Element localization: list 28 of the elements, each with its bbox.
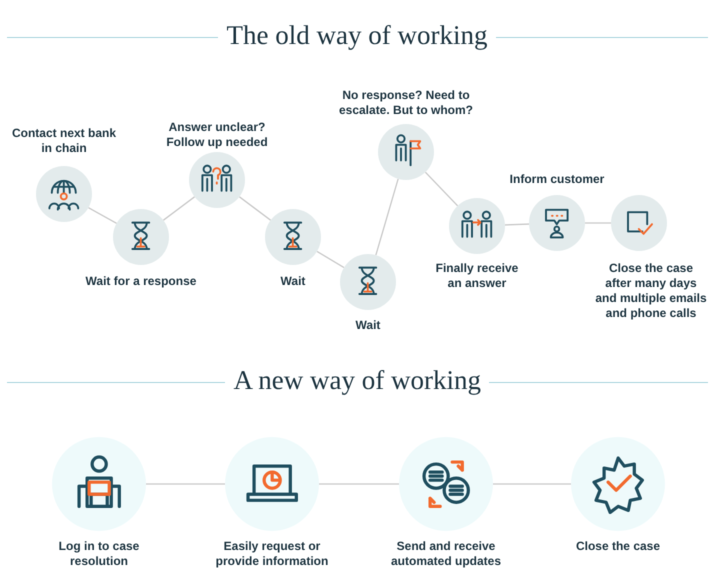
connector-line <box>424 172 458 206</box>
connector-line <box>146 483 225 485</box>
section-heading: The old way of working <box>226 20 488 51</box>
connector-line <box>163 196 195 221</box>
step-label: Wait <box>280 274 306 289</box>
step-label: Send and receive automated updates <box>390 539 502 569</box>
step-label: Wait for a response <box>84 274 198 289</box>
step-label: No response? Need to escalate. But to whom? <box>338 88 474 118</box>
step-label: Log in to case resolution <box>58 539 140 569</box>
step-label: Finally receive an answer <box>434 261 520 291</box>
connector-line <box>375 178 399 256</box>
connector-line <box>319 483 399 485</box>
connector-line <box>239 196 271 221</box>
connector-line <box>504 223 530 226</box>
section-heading: A new way of working <box>234 365 481 396</box>
step-label: Easily request or provide information <box>214 539 330 569</box>
step-label: Contact next bank in chain <box>10 126 117 156</box>
step-label: Answer unclear? Follow up needed <box>165 120 269 150</box>
step-label: Inform customer <box>508 172 606 187</box>
connector-line <box>493 483 571 485</box>
step-label: Close the case after many days and multiple emails and phone calls <box>595 261 707 321</box>
process-step <box>595 195 707 321</box>
connector-line <box>316 250 344 268</box>
connector-line <box>88 207 117 224</box>
process-step <box>10 126 118 222</box>
step-label: Close the case <box>574 539 662 554</box>
step-label: Wait <box>354 318 382 333</box>
connector-line <box>585 222 611 224</box>
